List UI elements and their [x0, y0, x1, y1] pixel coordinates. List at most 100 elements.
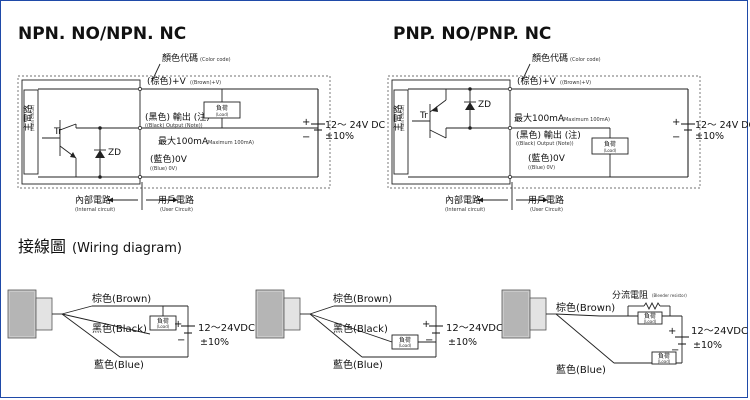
npn-main-circuit-label: 主電路: [22, 104, 34, 131]
npn-internal-label-en: (Internal circuit): [75, 207, 115, 213]
npn-zd-label: ZD: [108, 148, 121, 158]
plus-sign: +: [422, 319, 430, 330]
pnp-junction-dot: [468, 126, 472, 130]
npn-terminal: [138, 87, 142, 91]
minus-sign: −: [177, 335, 185, 346]
pnp-output-label: (黑色) 輸出 (注): [516, 129, 581, 141]
pnp-terminal: [508, 175, 512, 179]
brown-label: 棕色(Brown): [556, 301, 615, 314]
pnp-terminal: [508, 126, 512, 130]
minus-sign: −: [671, 345, 679, 356]
pnp-internal-box: [391, 79, 511, 185]
bleeder-resistor-symbol: [643, 301, 661, 311]
blue-wire: [61, 313, 121, 358]
npn-junction-dot: [98, 175, 102, 179]
pnp-output-label-en: ((Black) Output (Note)): [516, 141, 574, 147]
sensor-face: [258, 292, 282, 336]
load-box-top: [637, 311, 663, 325]
npn-terminal: [138, 126, 142, 130]
npn-user-label: 用戶電路: [158, 194, 194, 206]
load-top-label-en: (Load): [644, 319, 657, 324]
pnp-title: PNP. NO/PNP. NC: [393, 24, 551, 44]
pnp-internal-label-en: (Internal circuit): [445, 207, 485, 213]
supply-tolerance: ±10%: [448, 337, 477, 348]
brown-label: 棕色(Brown): [333, 292, 392, 305]
npn-terminal: [138, 175, 142, 179]
black-wire: [309, 313, 393, 343]
npn-color-code-en: (Color code): [200, 57, 231, 63]
pnp-user-arrowhead: [543, 197, 548, 203]
pnp-zero-v-label: (藍色)0V: [528, 152, 566, 164]
pnp-load-label: 負荷: [604, 140, 616, 148]
npn-emitter-arrow: [70, 152, 76, 158]
load-bottom-label: 負荷: [658, 352, 670, 360]
load-label-en: (Load): [399, 343, 412, 348]
wiring-diagram-2: 棕色(Brown) 黑色(Black) 藍色(Blue) 負荷 (Load) +…: [255, 289, 503, 371]
pnp-junction-dot: [468, 87, 472, 91]
npn-plus-v-label: (棕色)+V: [147, 75, 187, 87]
npn-supply-tolerance: ±10%: [325, 131, 354, 142]
sensor-head: [35, 297, 53, 331]
npn-transistor-collector: [59, 123, 77, 131]
supply-voltage: 12～24VDC: [446, 323, 503, 334]
npn-user-label-en: (User Circuit): [160, 207, 193, 213]
bleeder-label: 分流電阻: [612, 289, 648, 301]
npn-output-label: (黑色) 輸出 (注): [145, 111, 210, 123]
pnp-transistor-emitter: [429, 99, 447, 113]
npn-tr-label: Tr: [53, 127, 62, 137]
pnp-color-code-leader: [521, 63, 531, 82]
blue-wire: [555, 313, 615, 364]
sensor-head: [283, 297, 301, 331]
npn-output-label-en: ((Black) Output (Note)): [145, 123, 203, 129]
blue-label: 藍色(Blue): [556, 363, 606, 376]
npn-diagram: NPN. NO/NPN. NC 顏色代碼 (Color code) 主電路 (M…: [17, 24, 386, 213]
plus-sign: +: [668, 326, 676, 337]
pnp-terminal: [508, 87, 512, 91]
npn-main-circuit-label-en: (Main circuit): [30, 104, 35, 131]
supply-tolerance: ±10%: [693, 340, 722, 351]
supply-voltage: 12～24VDC: [198, 323, 255, 334]
pnp-load-label-en: (Load): [604, 148, 617, 153]
npn-load-label: 負荷: [216, 104, 228, 112]
brown-wire: [309, 305, 335, 315]
npn-zero-v-label-en: ((Blue) 0V): [150, 166, 177, 172]
pnp-max-current-en: (Maximum 100mA): [562, 117, 610, 123]
wiring-diagram-1: 棕色(Brown) 黑色(Black) 藍色(Blue) 負荷 (Load) +…: [7, 289, 255, 371]
load-box-bottom: [651, 351, 677, 365]
black-label: 黑色(Black): [92, 322, 147, 335]
black-label: 黑色(Black): [333, 322, 388, 335]
npn-plus-v-label-en: ((Brown)+V): [190, 80, 221, 86]
pnp-internal-arrowhead: [478, 197, 483, 203]
black-wire: [61, 313, 151, 335]
pnp-internal-label: 內部電路: [445, 194, 481, 206]
pnp-plus-v-label: (棕色)+V: [517, 75, 557, 87]
npn-color-code-leader: [151, 63, 161, 82]
brown-wire: [61, 305, 93, 315]
npn-load-label-en: (Load): [216, 112, 229, 117]
minus-sign: −: [425, 335, 433, 346]
npn-max-current: 最大100mA: [158, 135, 209, 147]
npn-internal-arrowhead: [108, 197, 113, 203]
npn-user-arrowhead: [173, 197, 178, 203]
pnp-color-code: 顏色代碼: [532, 52, 568, 64]
load-label: 負荷: [157, 317, 169, 325]
pnp-user-label: 用戶電路: [528, 194, 564, 206]
pnp-user-label-en: (User Circuit): [530, 207, 563, 213]
brown-wire: [555, 313, 601, 317]
pnp-transistor-collector: [429, 129, 447, 139]
plus-sign: +: [174, 319, 182, 330]
pnp-main-circuit-block: [393, 89, 409, 175]
pnp-max-current: 最大100mA: [514, 112, 565, 124]
pnp-main-circuit-label: 主電路: [392, 104, 404, 131]
npn-boundary: [17, 75, 331, 189]
sensor-face: [504, 292, 528, 336]
npn-minus-sign: −: [302, 132, 310, 143]
npn-max-current-en: (Maximum 100mA): [206, 140, 254, 146]
pnp-boundary: [387, 75, 701, 189]
pnp-supply-voltage: 12～ 24V DC: [695, 120, 750, 131]
brown-label: 棕色(Brown): [92, 292, 151, 305]
npn-internal-label: 內部電路: [75, 194, 111, 206]
load-top-label: 負荷: [644, 312, 656, 320]
npn-internal-box: [21, 79, 141, 185]
